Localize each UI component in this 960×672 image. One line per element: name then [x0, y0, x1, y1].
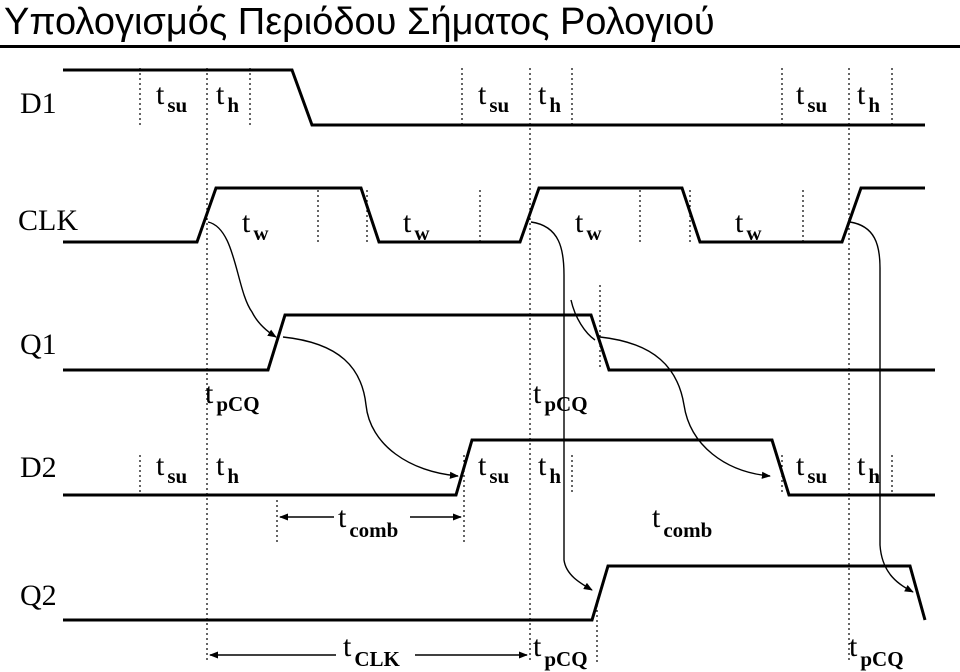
dimension-arrows: [209, 513, 528, 659]
signal-name-q2: Q2: [20, 579, 57, 612]
q2-waveform: [63, 564, 927, 622]
d2-waveform: [63, 438, 935, 497]
d1-waveform: [63, 68, 925, 127]
signal-name-d1: D1: [20, 87, 57, 120]
causal-arrows: [207, 221, 914, 593]
signal-name-d2: D2: [20, 451, 57, 484]
clk-waveform: [63, 186, 925, 244]
q1-waveform: [63, 313, 935, 372]
signal-name-q1: Q1: [20, 328, 57, 361]
timing-guides: [139, 68, 893, 662]
signal-name-clk: CLK: [18, 204, 78, 237]
diagram-title: Υπολογισμός Περιόδου Σήματος Ρολογιού: [4, 1, 715, 43]
title-underline: [0, 45, 960, 48]
